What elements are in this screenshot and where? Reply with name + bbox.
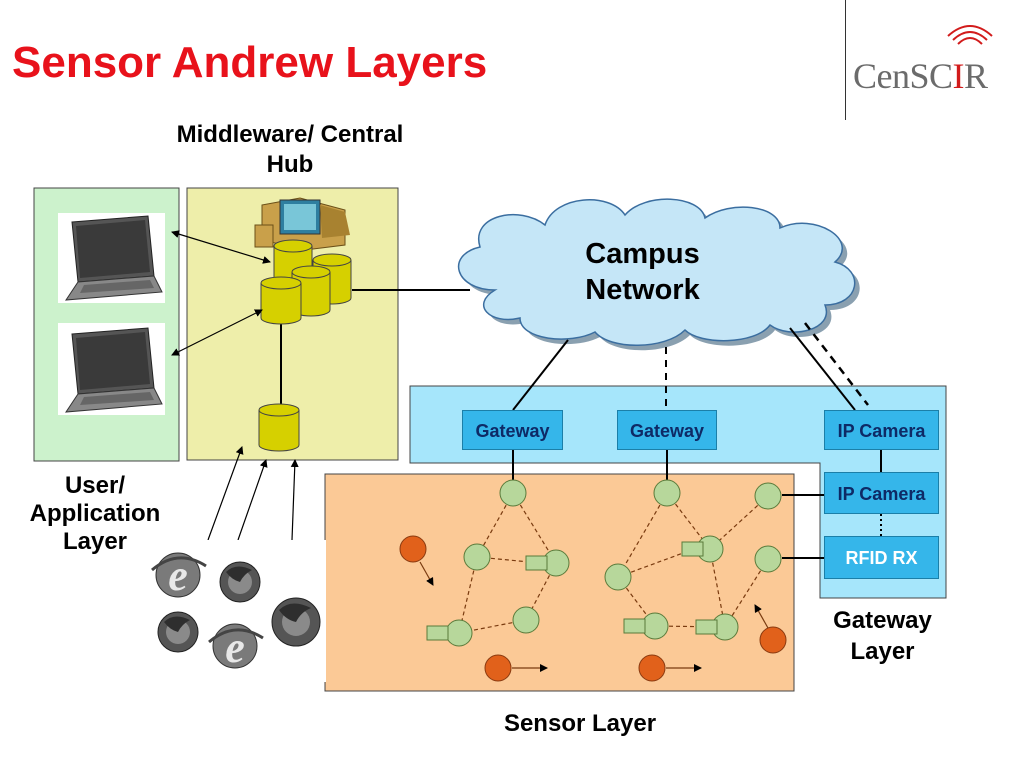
firefox-icon — [157, 611, 199, 653]
gateway-box-2: Gateway — [617, 410, 717, 450]
laptop-icon — [58, 213, 165, 303]
campus-network-label: Campus Network — [560, 236, 725, 308]
sensor-node — [754, 482, 782, 510]
network-link — [789, 327, 856, 411]
database-icon — [260, 276, 302, 325]
browser-arrow — [237, 459, 268, 541]
icon-overlap-mask — [129, 540, 141, 570]
rfid-rx-box: RFID RX — [824, 536, 939, 579]
campus-network-label-line2: Network — [585, 274, 700, 306]
laptop-db-arrow — [171, 309, 263, 356]
logo-signal-icon — [947, 25, 993, 45]
gateway-box-1: Gateway — [462, 410, 563, 450]
sensor-device — [426, 625, 449, 641]
sensor-layer-label: Sensor Layer — [503, 710, 657, 737]
logo-text-tail: R — [964, 56, 988, 96]
user-application-label-line2: Application — [29, 500, 161, 527]
mobile-node — [399, 535, 427, 563]
sensor-node — [512, 606, 540, 634]
user-application-layer-label: User/ Application Layer — [0, 472, 190, 556]
internet-explorer-icon: e — [208, 623, 264, 672]
browser-arrow — [207, 446, 244, 541]
sensor-device — [695, 619, 718, 635]
laptop-icon — [58, 323, 165, 415]
firefox-icon — [219, 561, 261, 603]
browser-arrow — [290, 459, 299, 541]
network-link-wireless — [804, 322, 869, 406]
sensor-device — [623, 618, 646, 634]
sensor-node — [653, 479, 681, 507]
sensor-device — [681, 541, 704, 557]
gateway-layer-label-line1: Gateway — [833, 607, 932, 634]
svg-text:e: e — [168, 551, 188, 600]
campus-network-cloud — [458, 198, 860, 351]
campus-network-label-line1: Campus — [585, 238, 700, 270]
ip-camera-box-2: IP Camera — [824, 472, 939, 514]
user-application-label-line3: Layer — [62, 528, 128, 555]
sensor-nodes — [426, 479, 782, 647]
logo-text-accent: I — [952, 56, 965, 96]
mobile-nodes — [399, 535, 787, 682]
logo-text-main: CenSC — [853, 56, 953, 96]
sensor-node — [641, 612, 669, 640]
logo-divider — [845, 0, 846, 120]
network-link — [512, 339, 569, 411]
sensor-node — [754, 545, 782, 573]
mobile-node — [484, 654, 512, 682]
sensor-device — [525, 555, 548, 571]
svg-text:e: e — [225, 623, 245, 672]
internet-explorer-icon: e — [151, 551, 207, 600]
sensor-layer-box — [324, 473, 795, 692]
ip-camera-box-1: IP Camera — [824, 410, 939, 450]
mobile-node — [759, 626, 787, 654]
database-icon — [258, 403, 300, 452]
laptop-db-arrow — [171, 230, 271, 264]
mobile-node — [638, 654, 666, 682]
firefox-icon — [271, 597, 321, 647]
sensor-node — [604, 563, 632, 591]
sensor-node — [445, 619, 473, 647]
censcir-logo: CenSCIR — [853, 55, 988, 97]
gateway-layer-label: Gateway Layer — [810, 605, 955, 667]
slide-title: Sensor Andrew Layers — [12, 38, 488, 87]
gateway-layer-label-line2: Layer — [850, 638, 915, 665]
user-application-label-line1: User/ — [64, 472, 126, 499]
sensor-node — [463, 543, 491, 571]
middleware-layer-label: Middleware/ Central Hub — [176, 121, 404, 178]
sensor-node — [499, 479, 527, 507]
